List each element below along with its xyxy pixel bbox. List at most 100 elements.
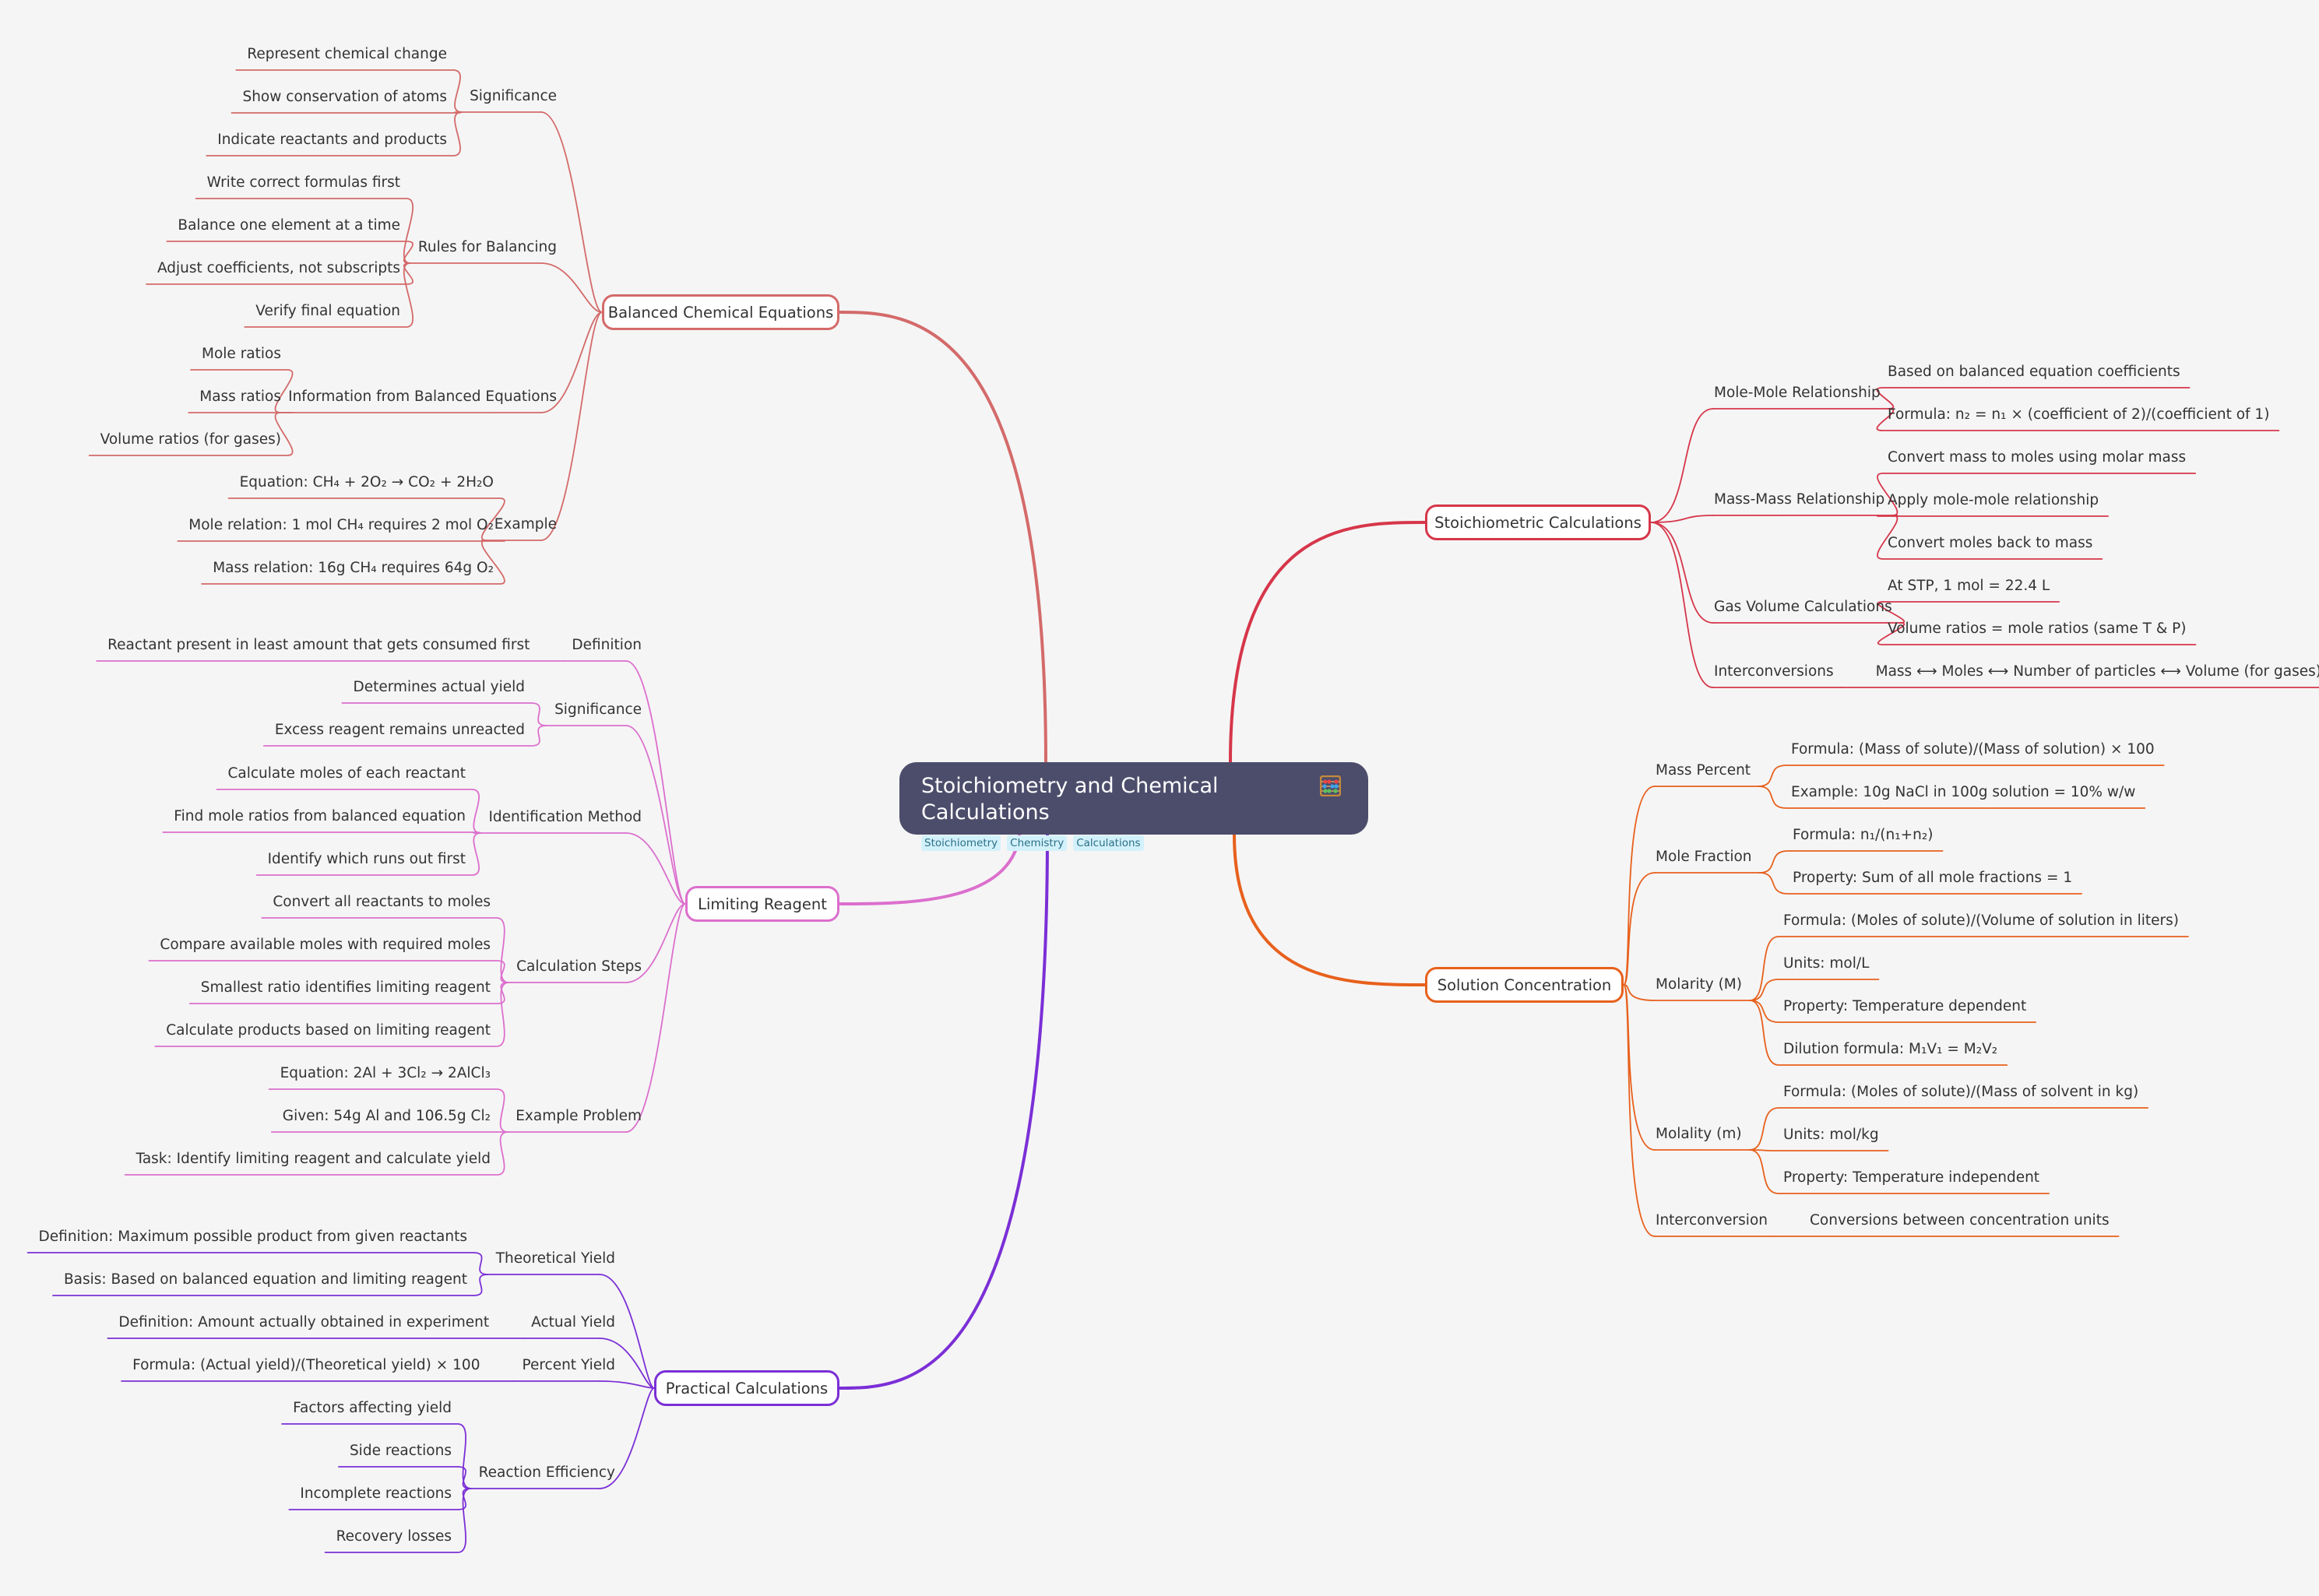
topic-significance[interactable]: Significance (470, 88, 557, 104)
leaf-item[interactable]: Identify which runs out first (267, 851, 466, 867)
leaf-connector (235, 69, 463, 113)
leaf-item[interactable]: Equation: 2Al + 3Cl₂ → 2AlCl₃ (280, 1065, 491, 1081)
leaf-item[interactable]: Convert moles back to mass (1888, 535, 2093, 551)
topic-example[interactable]: Example (494, 516, 557, 533)
root-node[interactable]: Stoichiometry and Chemical Calculations … (899, 762, 1368, 851)
leaf-item[interactable]: Represent chemical change (247, 46, 447, 62)
leaf-item[interactable]: Task: Identify limiting reagent and calc… (135, 1151, 491, 1167)
leaf-item[interactable]: Property: Temperature dependent (1783, 998, 2027, 1014)
leaf-item[interactable]: Calculate products based on limiting rea… (166, 1022, 491, 1039)
leaf-item[interactable]: Smallest ratio identifies limiting reage… (200, 979, 491, 996)
leaf-item[interactable]: Convert all reactants to moles (273, 894, 491, 910)
topic-example-problem[interactable]: Example Problem (516, 1108, 642, 1124)
leaf-item[interactable]: Definition: Amount actually obtained in … (118, 1314, 490, 1331)
topic-theoretical-yield[interactable]: Theoretical Yield (495, 1250, 615, 1267)
leaf-connector (1758, 786, 2146, 809)
branch-stoichiometric-calculations[interactable]: Stoichiometric Calculations (1425, 504, 1651, 540)
leaf-item[interactable]: Find mole ratios from balanced equation (174, 808, 466, 824)
topic-mole-fraction[interactable]: Mole Fraction (1656, 849, 1752, 865)
topic-significance[interactable]: Significance (554, 701, 642, 718)
leaf-item[interactable]: Write correct formulas first (206, 174, 400, 191)
leaf-item[interactable]: Based on balanced equation coefficients (1888, 364, 2180, 380)
leaf-item[interactable]: Verify final equation (255, 303, 400, 319)
leaf-item[interactable]: Balance one element at a time (178, 217, 400, 234)
leaf-item[interactable]: Recovery losses (336, 1528, 452, 1545)
leaf-item[interactable]: Volume ratios = mole ratios (same T & P) (1888, 620, 2187, 637)
leaf-connector (1748, 1149, 1889, 1151)
leaf-item[interactable]: Example: 10g NaCl in 100g solution = 10%… (1791, 784, 2136, 800)
leaf-item[interactable]: Compare available moles with required mo… (160, 937, 491, 953)
leaf-item[interactable]: Formula: (Actual yield)/(Theoretical yie… (132, 1357, 480, 1373)
leaf-connector (188, 982, 510, 1004)
leaf-item[interactable]: Formula: n₁/(n₁+n₂) (1793, 827, 1934, 843)
branch-limiting-reagent[interactable]: Limiting Reagent (685, 886, 839, 922)
leaf-item[interactable]: Side reactions (349, 1443, 452, 1459)
leaf-item[interactable]: Indicate reactants and products (217, 132, 447, 148)
leaf-item[interactable]: Basis: Based on balanced equation and li… (63, 1271, 467, 1288)
branch-solution-concentration[interactable]: Solution Concentration (1425, 967, 1624, 1003)
leaf-item[interactable]: Given: 54g Al and 106.5g Cl₂ (282, 1108, 491, 1124)
topic-interconversion[interactable]: Interconversion (1656, 1212, 1768, 1229)
leaf-connector (1748, 1107, 2149, 1151)
topic-information-from-balanced-equations[interactable]: Information from Balanced Equations (288, 388, 557, 405)
leaf-connector (324, 1488, 472, 1553)
leaf-item[interactable]: Mass relation: 16g CH₄ requires 64g O₂ (213, 560, 494, 576)
leaf-item[interactable]: Mass ⟷ Moles ⟷ Number of particles ⟷ Vol… (1875, 663, 2319, 680)
leaf-item[interactable]: Incomplete reactions (300, 1485, 452, 1502)
leaf-connector (288, 1488, 472, 1510)
leaf-item[interactable]: Excess reagent remains unreacted (274, 722, 525, 738)
tag[interactable]: Calculations (1073, 835, 1144, 851)
leaf-item[interactable]: Adjust coefficients, not subscripts (157, 260, 400, 276)
topic-reaction-efficiency[interactable]: Reaction Efficiency (478, 1464, 615, 1481)
topic-rules-for-balancing[interactable]: Rules for Balancing (417, 239, 557, 255)
leaf-item[interactable]: Formula: (Moles of solute)/(Volume of so… (1783, 912, 2179, 929)
leaf-item[interactable]: Property: Sum of all mole fractions = 1 (1793, 870, 2073, 886)
leaf-item[interactable]: Apply mole-mole relationship (1888, 492, 2099, 508)
branch-balanced-chemical-equations[interactable]: Balanced Chemical Equations (602, 294, 839, 330)
branch-connector (540, 311, 603, 413)
leaf-connector (1877, 515, 2110, 517)
topic-mass-percent[interactable]: Mass Percent (1656, 762, 1751, 779)
topic-definition[interactable]: Definition (572, 637, 642, 653)
topic-mass-mass-relationship[interactable]: Mass-Mass Relationship (1714, 491, 1885, 508)
leaf-item[interactable]: Units: mol/L (1783, 955, 1870, 972)
topic-mole-mole-relationship[interactable]: Mole-Mole Relationship (1714, 385, 1881, 401)
tag[interactable]: Stoichiometry (921, 835, 1001, 851)
branch-connector (625, 903, 686, 983)
leaf-item[interactable]: Formula: (Moles of solute)/(Mass of solv… (1783, 1084, 2139, 1100)
topic-molality-m[interactable]: Molality (m) (1656, 1126, 1742, 1142)
leaf-connector (1758, 850, 1944, 874)
leaf-connector (166, 241, 413, 264)
leaf-item[interactable]: Determines actual yield (353, 679, 525, 695)
leaf-item[interactable]: Mole relation: 1 mol CH₄ requires 2 mol … (188, 517, 494, 533)
leaf-item[interactable]: Formula: n₂ = n₁ × (coefficient of 2)/(c… (1888, 406, 2270, 423)
topic-gas-volume-calculations[interactable]: Gas Volume Calculations (1714, 599, 1892, 615)
branch-practical-calculations[interactable]: Practical Calculations (654, 1370, 839, 1406)
leaf-item[interactable]: Conversions between concentration units (1809, 1212, 2110, 1229)
topic-interconversions[interactable]: Interconversions (1714, 663, 1834, 680)
tag[interactable]: Chemistry (1007, 835, 1068, 851)
leaf-item[interactable]: Formula: (Mass of solute)/(Mass of solut… (1791, 741, 2155, 758)
leaf-item[interactable]: Mass ratios (199, 388, 281, 405)
topic-identification-method[interactable]: Identification Method (488, 809, 642, 825)
leaf-item[interactable]: At STP, 1 mol = 22.4 L (1888, 578, 2050, 594)
leaf-item[interactable]: Mole ratios (202, 346, 281, 362)
leaf-item[interactable]: Factors affecting yield (293, 1400, 452, 1416)
leaf-item[interactable]: Dilution formula: M₁V₁ = M₂V₂ (1783, 1041, 1998, 1057)
leaf-item[interactable]: Property: Temperature independent (1783, 1169, 2040, 1186)
leaf-item[interactable]: Reactant present in least amount that ge… (107, 637, 530, 653)
leaf-connector (1877, 622, 2197, 645)
topic-calculation-steps[interactable]: Calculation Steps (516, 958, 642, 975)
topic-actual-yield[interactable]: Actual Yield (531, 1314, 615, 1331)
branch-connector (1650, 515, 1714, 523)
leaf-item[interactable]: Calculate moles of each reactant (227, 765, 466, 782)
leaf-item[interactable]: Definition: Maximum possible product fro… (38, 1229, 467, 1245)
leaf-item[interactable]: Equation: CH₄ + 2O₂ → CO₂ + 2H₂O (239, 474, 494, 490)
leaf-item[interactable]: Convert mass to moles using molar mass (1888, 449, 2187, 466)
leaf-item[interactable]: Units: mol/kg (1783, 1127, 1879, 1143)
topic-molarity-m[interactable]: Molarity (M) (1656, 976, 1742, 993)
leaf-item[interactable]: Volume ratios (for gases) (100, 431, 281, 448)
leaf-item[interactable]: Show conservation of atoms (242, 89, 447, 105)
topic-percent-yield[interactable]: Percent Yield (522, 1357, 615, 1373)
